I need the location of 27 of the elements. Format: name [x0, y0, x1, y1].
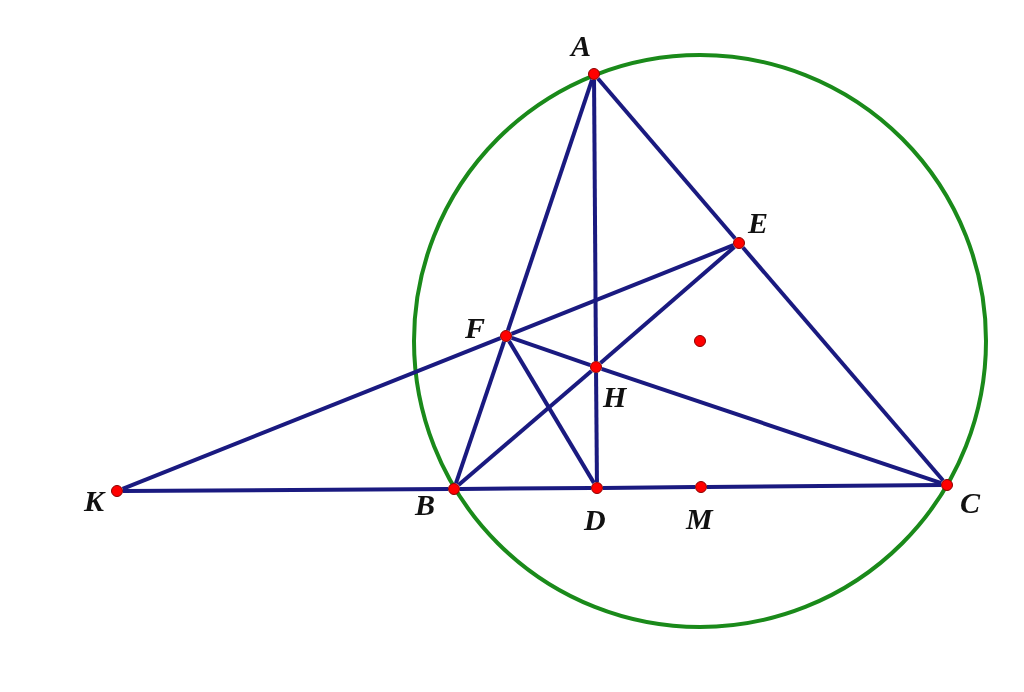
line-segment	[457, 369, 593, 487]
line-segment	[596, 77, 737, 240]
line-segment	[507, 340, 596, 484]
line-segment	[506, 79, 594, 331]
point-label: K	[84, 486, 104, 516]
point-label: H	[603, 382, 627, 412]
line-segment	[121, 336, 502, 491]
line-segment	[123, 487, 448, 493]
line-segment	[594, 373, 599, 482]
line-segment	[510, 243, 735, 336]
line-segment	[592, 80, 598, 361]
point-label: M	[686, 504, 713, 534]
line-segment	[741, 246, 945, 482]
point-label: E	[748, 208, 768, 238]
point-label: D	[584, 505, 606, 535]
line-segment	[599, 245, 736, 365]
line-segment	[601, 367, 942, 485]
point-label: B	[415, 490, 435, 520]
point-label: A	[571, 31, 591, 61]
line-segment	[460, 486, 591, 491]
line-segment	[454, 341, 506, 484]
point-label: F	[465, 313, 485, 343]
line-segment	[602, 485, 696, 490]
line-segment	[707, 483, 941, 489]
point-marker	[694, 335, 706, 347]
line-segment	[511, 336, 591, 367]
point-label: C	[960, 488, 980, 518]
